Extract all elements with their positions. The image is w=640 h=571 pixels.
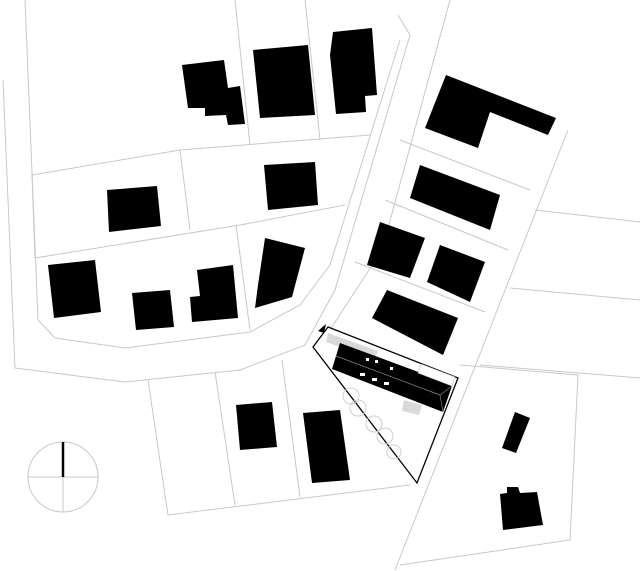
highlighted-site [312,324,459,485]
building [255,238,305,308]
main-building [332,343,452,412]
skylights [360,356,395,385]
parking-area [402,400,422,415]
north-arrow-compass-icon [27,441,99,513]
building [132,290,174,330]
building [190,265,238,322]
building [500,487,543,530]
building [372,290,458,355]
building [502,412,530,453]
tree-icon [342,387,402,460]
building [330,28,377,114]
buildings [48,28,556,530]
building [410,165,500,230]
building [425,75,556,148]
building [427,245,485,302]
site-marker-triangle-icon [318,324,326,333]
building [107,186,161,232]
building [253,45,315,118]
building [264,162,318,210]
building [303,410,350,483]
building [367,222,425,278]
building [236,402,277,450]
building [48,260,101,318]
building [182,60,245,125]
